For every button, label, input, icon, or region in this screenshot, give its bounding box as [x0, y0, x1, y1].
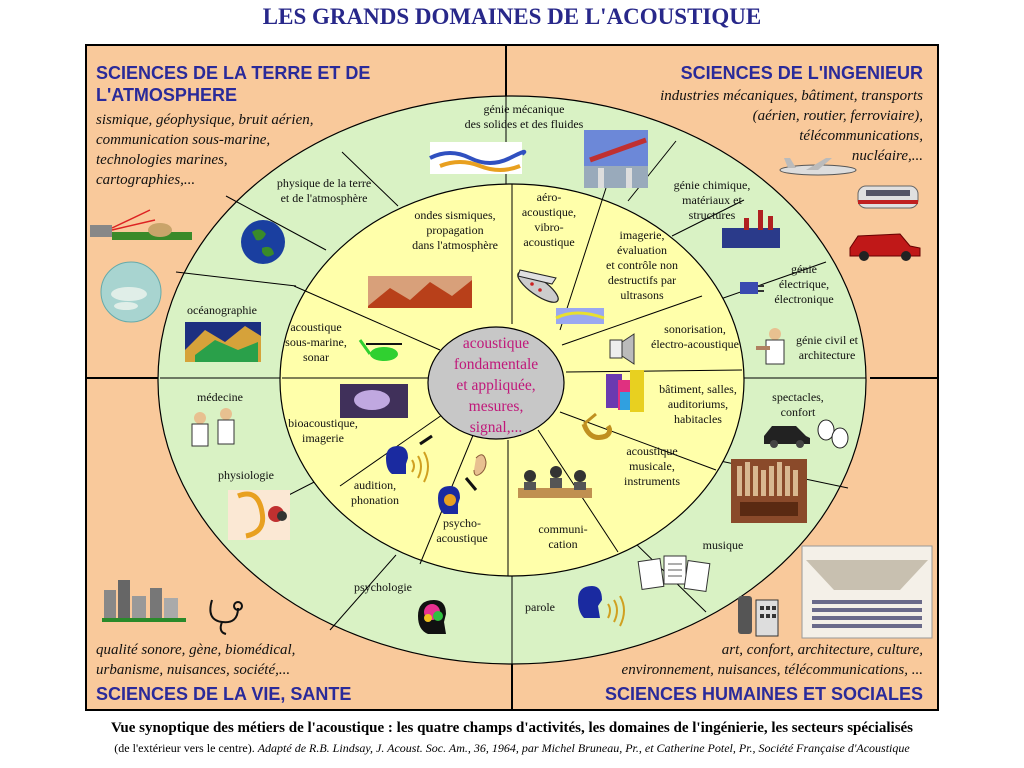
earth-globe-icon	[241, 220, 285, 264]
inner-label-buildings-rooms: bâtiment, salles, auditoriums, habitacle…	[659, 382, 737, 426]
sheet-music-icon	[637, 555, 711, 592]
radar-antenna-icon	[90, 209, 192, 240]
whale-icon	[100, 261, 162, 323]
airliner-icon	[779, 158, 857, 176]
core-label: acoustique fondamentale et appliquée, me…	[453, 334, 539, 436]
ear-anatomy-icon	[228, 490, 290, 540]
gear-pipe-icon	[429, 142, 527, 174]
buildings-icon	[606, 370, 644, 412]
electric-plug-icon	[740, 282, 764, 294]
inner-label-sound-reinforcement: sonorisation, électro-acoustique	[651, 322, 739, 351]
inner-label-musical-acoustics: acoustique musicale, instruments	[624, 444, 680, 488]
fetus-ultrasound-icon	[340, 384, 408, 418]
inner-label-bioacoustics: bioacoustique, imagerie	[288, 416, 358, 445]
figure-caption-source: (de l'extérieur vers le centre). Adapté …	[0, 741, 1024, 756]
telephone-icon	[738, 596, 779, 637]
quadrant-description-engineering: industries mécaniques, bâtiment, transpo…	[660, 88, 923, 164]
doctor-icon	[191, 408, 235, 447]
inner-label-hearing-phonation: audition, phonation	[351, 478, 399, 507]
outer-label-chemical-engineering: génie chimique, matériaux et structures	[673, 178, 751, 222]
monorail-train-icon	[584, 130, 648, 188]
helicopter-icon	[358, 339, 402, 361]
inner-label-communication: communi- cation	[538, 522, 588, 551]
organ-icon	[731, 459, 807, 523]
quadrant-title-human-social: SCIENCES HUMAINES ET SOCIALES	[604, 684, 923, 704]
airplane-icon	[517, 269, 559, 303]
figure-caption: Vue synoptique des métiers de l'acoustiq…	[110, 720, 914, 736]
core-ellipse	[427, 326, 565, 440]
quadrant-description-life-health: qualité sonore, gène, biomédical, urbani…	[96, 642, 296, 678]
quadrant-title-earth-atmosphere: SCIENCES DE LA TERRE ET DE L'ATMOSPHERE	[96, 63, 371, 105]
train-icon	[857, 185, 919, 209]
quadrant-description-human-social: art, confort, architecture, culture, env…	[621, 642, 923, 678]
inner-label-imaging-ultrasound: imagerie, évaluation et contrôle non des…	[606, 228, 678, 302]
inner-label-aero-acoustics: aéro- acoustique, vibro- acoustique	[521, 190, 577, 249]
factory-icon	[722, 210, 780, 248]
inner-label-seismic-waves: ondes sismiques, propagation dans l'atmo…	[412, 208, 498, 252]
loudspeaker-icon	[609, 333, 635, 365]
speaking-head-icon	[578, 586, 625, 627]
outer-label-mechanical-engineering: génie mécanique des solides et des fluid…	[464, 102, 584, 131]
outer-label-speech: parole	[525, 600, 555, 614]
outer-label-psychology: psychologie	[354, 580, 412, 594]
car-icon	[849, 233, 921, 261]
inner-label-psychoacoustics: psycho- acoustique	[436, 516, 488, 545]
meeting-icon	[518, 466, 592, 498]
page-title: LES GRANDS DOMAINES DE L'ACOUSTIQUE	[262, 4, 762, 29]
stethoscope-icon	[209, 599, 243, 635]
outer-label-electrical-engineering: génie électrique, électronique	[774, 262, 834, 306]
outer-label-medicine: médecine	[197, 390, 243, 404]
city-skyline-icon	[102, 580, 186, 622]
listening-head-icon	[386, 434, 460, 514]
inner-label-underwater-acoustics: acoustique sous-marine, sonar	[285, 320, 347, 364]
outer-label-music: musique	[702, 538, 744, 552]
concert-hall-icon	[801, 545, 933, 639]
quadrant-description-earth-atmosphere: sismique, géophysique, bruit aérien, com…	[96, 112, 314, 188]
quadrant-title-engineering: SCIENCES DE L'INGENIEUR	[680, 63, 923, 83]
ear-icon	[464, 454, 487, 491]
outer-label-earth-physics: physique de la terre et de l'atmosphère	[276, 176, 372, 205]
seismic-wave-icon	[368, 276, 472, 308]
brain-head-icon	[418, 600, 446, 634]
outer-label-shows-comfort: spectacles, confort	[772, 390, 824, 419]
caption-note: (de l'extérieur vers le centre).	[114, 741, 255, 755]
theatre-masks-icon	[817, 419, 849, 449]
quadrant-title-life-health: SCIENCES DE LA VIE, SANTE	[96, 684, 352, 704]
outer-label-physiology: physiologie	[218, 468, 274, 482]
outer-label-civil-engineering: génie civil et architecture	[796, 333, 858, 362]
caption-citation: Adapté de R.B. Lindsay, J. Acoust. Soc. …	[257, 741, 910, 755]
ultrasound-scan-icon	[555, 308, 605, 324]
car-small-icon	[764, 426, 810, 448]
ocean-floor-map-icon	[185, 322, 261, 362]
worker-icon	[756, 328, 785, 365]
outer-label-oceanography: océanographie	[187, 303, 257, 317]
saxophone-icon	[581, 412, 613, 440]
